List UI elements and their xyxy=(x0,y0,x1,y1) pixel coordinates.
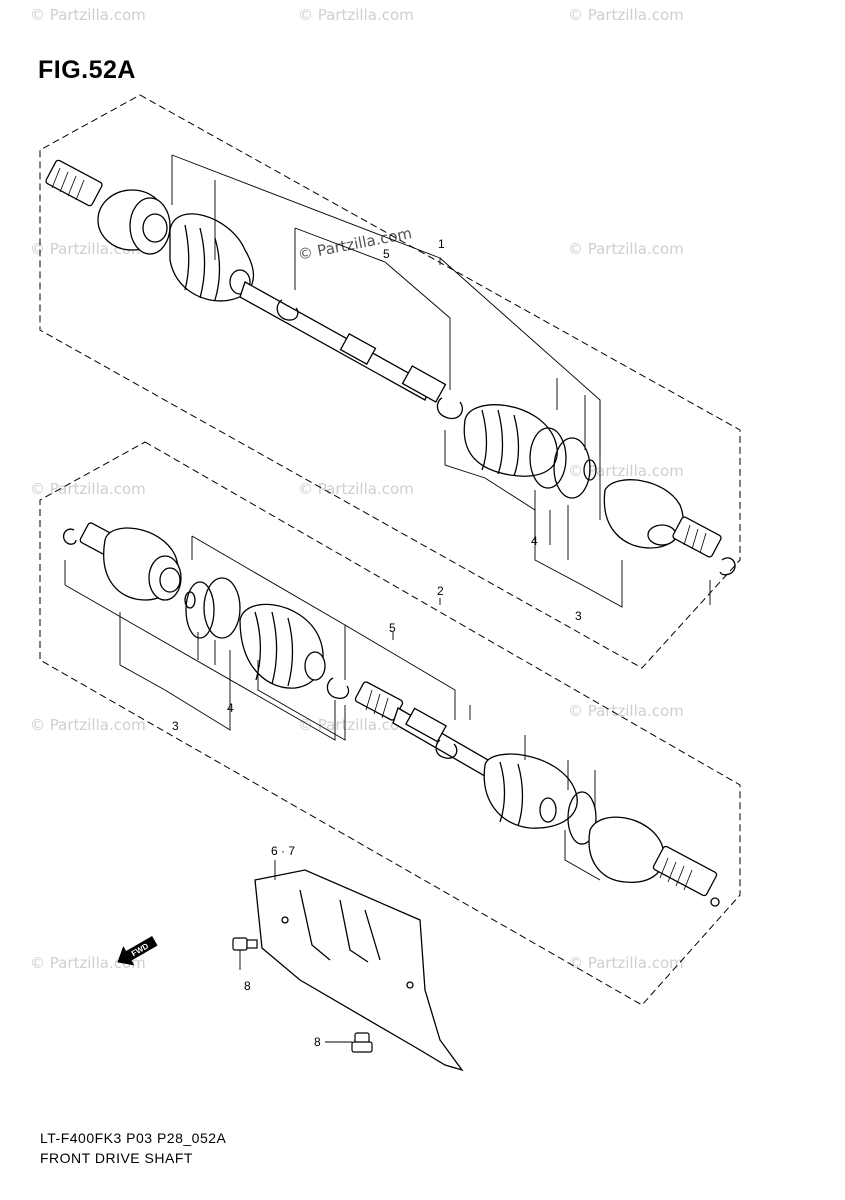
callout-number: 8 xyxy=(314,1035,321,1049)
callout-number: 5 xyxy=(383,247,390,261)
callout-number: 4 xyxy=(227,701,234,715)
callout-number: 1 xyxy=(438,237,445,251)
watermark: © Partzilla.com xyxy=(568,954,684,972)
callout-number: 2 xyxy=(437,584,444,598)
callout-number: 8 xyxy=(244,979,251,993)
watermark: © Partzilla.com xyxy=(298,6,414,24)
callout-number: 5 xyxy=(389,621,396,635)
callout-number: 3 xyxy=(172,719,179,733)
watermark: © Partzilla.com xyxy=(30,954,146,972)
lower-leader-lines xyxy=(64,535,601,881)
front-drive-shaft-guard xyxy=(254,860,464,1072)
guard-bolt xyxy=(232,937,258,970)
watermark: © Partzilla.com xyxy=(568,240,684,258)
callout-number: 4 xyxy=(531,534,538,548)
callout-number: 3 xyxy=(575,609,582,623)
upper-drive-shaft xyxy=(45,159,736,576)
watermark: © Partzilla.com xyxy=(30,6,146,24)
figure-code: LT-F400FK3 P03 P28_052A xyxy=(40,1130,227,1146)
figure-name: FRONT DRIVE SHAFT xyxy=(40,1150,193,1166)
watermark: © Partzilla.com xyxy=(568,702,684,720)
watermark: © Partzilla.com xyxy=(568,6,684,24)
watermark: © Partzilla.com xyxy=(30,716,146,734)
watermark: © Partzilla.com xyxy=(30,480,146,498)
figure-title: FIG.52A xyxy=(38,56,136,84)
forward-direction-arrow: FWD xyxy=(117,935,158,966)
upper-leader-lines xyxy=(171,154,711,608)
watermark: © Partzilla.com xyxy=(298,480,414,498)
callout-number: 6 · 7 xyxy=(271,844,295,858)
lower-assembly-frame xyxy=(39,441,741,1006)
watermark: © Partzilla.com xyxy=(568,462,684,480)
upper-assembly-frame xyxy=(39,94,741,669)
guard-bolt xyxy=(325,1032,373,1053)
lower-drive-shaft xyxy=(62,522,720,907)
